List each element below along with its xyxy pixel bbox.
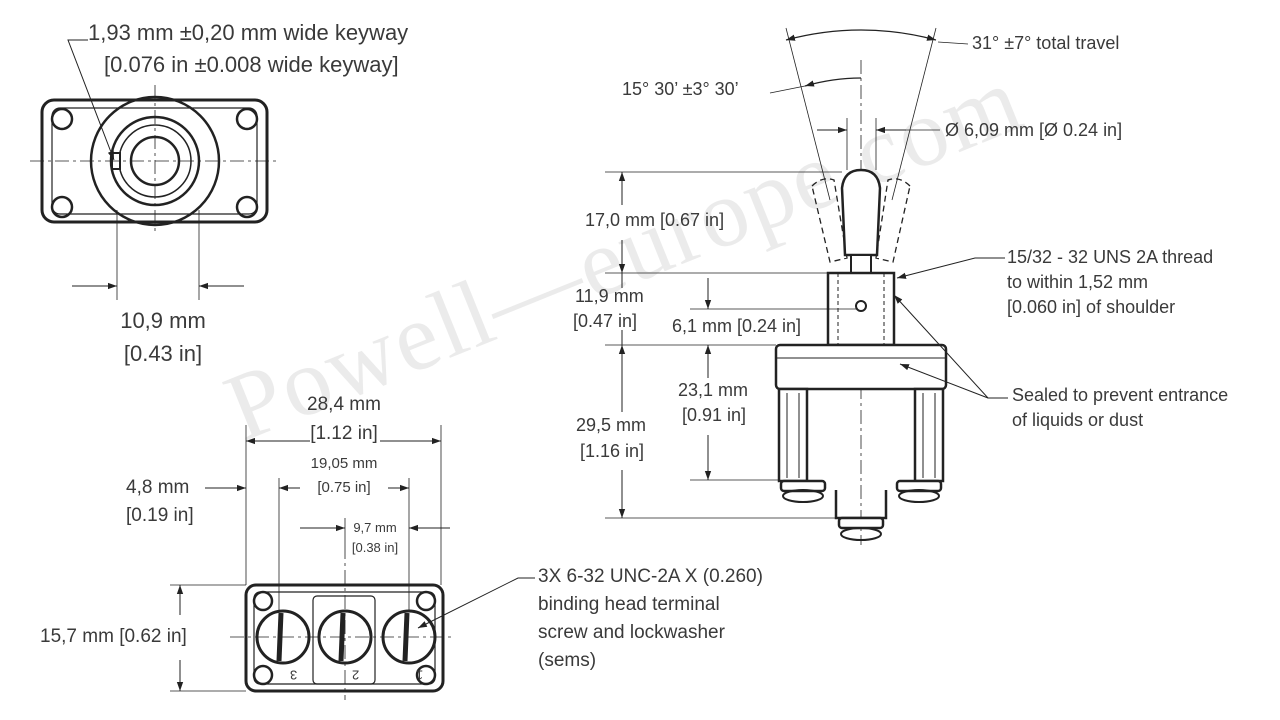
seal-note-line-1: Sealed to prevent entrance <box>1012 385 1229 405</box>
overall-height-mm: 29,5 mm <box>576 415 647 435</box>
terminal-number-3: 3 <box>290 667 298 683</box>
flat-height: 6,1 mm [0.24 in] <box>672 316 802 336</box>
side-view <box>605 27 1008 545</box>
terminal-span-mm: 19,05 mm <box>310 455 378 472</box>
bottom-height: 15,7 mm [0.62 in] <box>40 626 187 647</box>
thread-note-line-1: 15/32 - 32 UNS 2A thread <box>1007 247 1214 267</box>
terminal-span-in: [0.75 in] <box>317 479 371 496</box>
keyway-width-in: [0.076 in ±0.008 wide keyway] <box>104 52 399 77</box>
screw-note-line-2: binding head terminal <box>538 594 720 615</box>
lever-length: 17,0 mm [0.67 in] <box>585 210 725 230</box>
body-height-in: [0.91 in] <box>682 405 747 425</box>
screw-note-line-1: 3X 6-32 UNC-2A X (0.260) <box>538 566 763 587</box>
body-height-mm: 23,1 mm <box>678 380 749 400</box>
lever-diameter: Ø 6,09 mm [Ø 0.24 in] <box>945 120 1123 140</box>
bushing-height-in: [0.47 in] <box>573 311 638 331</box>
thread-note-line-3: [0.060 in] of shoulder <box>1007 297 1176 317</box>
edge-offset-in: [0.19 in] <box>126 505 194 526</box>
edge-offset-mm: 4,8 mm <box>126 477 190 498</box>
thread-note-line-2: to within 1,52 mm <box>1007 272 1149 292</box>
seal-note-line-2: of liquids or dust <box>1012 410 1144 430</box>
keyway-width-mm: 1,93 mm ±0,20 mm wide keyway <box>88 20 409 45</box>
overall-width-in: [1.12 in] <box>310 423 378 444</box>
overall-width-mm: 28,4 mm <box>307 394 381 415</box>
terminal-pitch-in: [0.38 in] <box>351 540 399 555</box>
screw-note-line-4: (sems) <box>538 650 597 671</box>
half-travel: 15° 30’ ±3° 30’ <box>622 79 739 99</box>
terminal-number-1: 1 <box>416 667 424 683</box>
front-view <box>30 39 280 300</box>
front-width-mm: 10,9 mm <box>120 308 206 333</box>
bushing-height-mm: 11,9 mm <box>575 286 644 306</box>
bottom-view <box>170 425 535 700</box>
front-width-in: [0.43 in] <box>123 341 203 366</box>
screw-note-line-3: screw and lockwasher <box>538 622 725 643</box>
overall-height-in: [1.16 in] <box>580 441 645 461</box>
terminal-number-2: 2 <box>352 667 360 683</box>
terminal-pitch-mm: 9,7 mm <box>353 520 397 535</box>
total-travel: 31° ±7° total travel <box>972 33 1120 53</box>
